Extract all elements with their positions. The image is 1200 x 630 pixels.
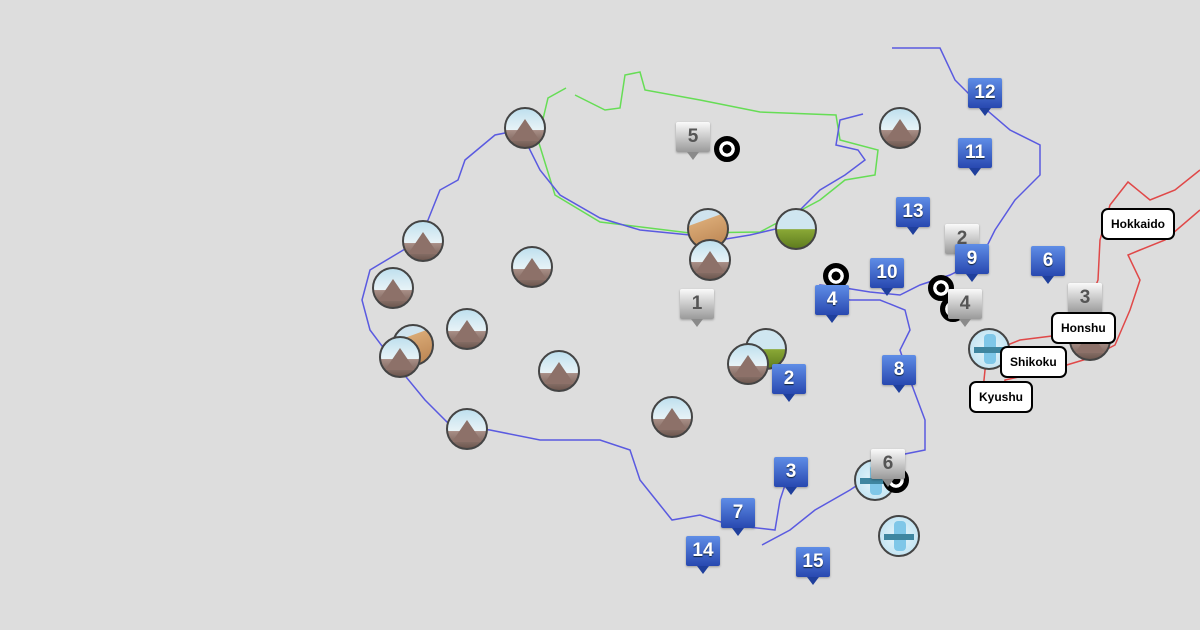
blue-marker[interactable]: 13 <box>896 197 930 235</box>
blue-marker[interactable]: 4 <box>815 285 849 323</box>
mountain-icon[interactable] <box>511 246 553 288</box>
mountain-icon[interactable] <box>727 343 769 385</box>
mountain-icon[interactable] <box>689 239 731 281</box>
gray-marker[interactable]: 6 <box>871 449 905 487</box>
mountain-icon[interactable] <box>504 107 546 149</box>
arrow-icon[interactable] <box>878 515 920 557</box>
blue-marker[interactable]: 8 <box>882 355 916 393</box>
gray-marker[interactable]: 5 <box>676 122 710 160</box>
mountain-icon[interactable] <box>446 308 488 350</box>
mountain-icon[interactable] <box>379 336 421 378</box>
blue-marker[interactable]: 2 <box>772 364 806 402</box>
region-label-kyushu[interactable]: Kyushu <box>969 381 1034 413</box>
blue-marker[interactable]: 14 <box>686 536 720 574</box>
blue-marker[interactable]: 7 <box>721 498 755 536</box>
grassland-icon[interactable] <box>775 208 817 250</box>
blue-marker[interactable]: 3 <box>774 457 808 495</box>
gray-marker[interactable]: 4 <box>948 289 982 327</box>
region-label-honshu[interactable]: Honshu <box>1051 312 1116 344</box>
blue-marker[interactable]: 6 <box>1031 246 1065 284</box>
green-route <box>537 71 879 234</box>
mountain-icon[interactable] <box>879 107 921 149</box>
mountain-icon[interactable] <box>538 350 580 392</box>
region-label-hokkaido[interactable]: Hokkaido <box>1101 208 1176 240</box>
gray-marker[interactable]: 3 <box>1068 283 1102 321</box>
soccer-ball-icon[interactable] <box>714 136 740 162</box>
gray-marker[interactable]: 1 <box>680 289 714 327</box>
mountain-icon[interactable] <box>372 267 414 309</box>
blue-marker[interactable]: 9 <box>955 244 989 282</box>
soccer-ball-icon[interactable] <box>823 263 849 289</box>
blue-marker[interactable]: 11 <box>958 138 992 176</box>
mountain-icon[interactable] <box>402 220 444 262</box>
region-label-shikoku[interactable]: Shikoku <box>1000 346 1067 378</box>
mountain-icon[interactable] <box>446 408 488 450</box>
blue-marker[interactable]: 15 <box>796 547 830 585</box>
blue-marker[interactable]: 10 <box>870 258 904 296</box>
mountain-icon[interactable] <box>651 396 693 438</box>
blue-marker[interactable]: 12 <box>968 78 1002 116</box>
